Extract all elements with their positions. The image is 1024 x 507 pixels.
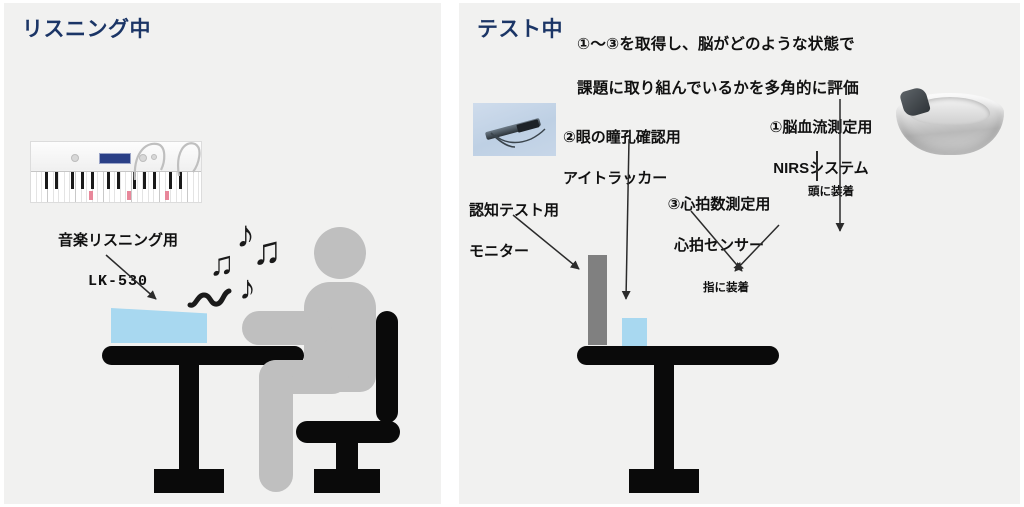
keyboard-lit-key xyxy=(89,191,93,200)
beamed-eighth-notes-icon: ♫ xyxy=(252,229,282,273)
worn-on-head-label: 頭に装着 xyxy=(808,186,854,198)
keyboard-black-key xyxy=(107,172,110,190)
keyboard-black-key xyxy=(179,172,182,190)
eye-tracker-on-desk xyxy=(622,318,647,346)
nirs-connector-line xyxy=(816,151,818,181)
keyboard-black-key xyxy=(153,172,156,190)
keyboard-black-key xyxy=(143,172,146,190)
person-head xyxy=(314,227,366,279)
nirs-label-line2: NIRSシステム xyxy=(773,159,869,177)
description-line1: ①〜③を取得し、脳がどのような状態で xyxy=(577,36,855,53)
keyboard-black-key xyxy=(71,172,74,190)
heart-sensor-label-line2: 心拍センサー xyxy=(673,236,764,254)
chair-post xyxy=(336,439,358,475)
keyboard-black-key xyxy=(169,172,172,190)
worn-on-finger-label: 指に装着 xyxy=(703,282,749,294)
person-arm xyxy=(242,311,332,345)
eye-tracker-label-line1: ②眼の瞳孔確認用 xyxy=(563,129,681,147)
monitor-label: 認知テスト用 モニター xyxy=(469,181,599,282)
keyboard-black-key xyxy=(45,172,48,190)
keyboard-black-key xyxy=(81,172,84,190)
desk-top xyxy=(577,346,779,365)
chair-base xyxy=(314,469,380,493)
desk-top xyxy=(102,346,304,365)
keyboard-caption-line2: LK-530 xyxy=(87,272,148,290)
panel-listening: リスニング中 xyxy=(4,3,441,504)
desk-leg xyxy=(179,363,199,473)
eighth-note-icon: ♪ xyxy=(239,269,256,307)
desk-base xyxy=(154,469,224,493)
panel-listening-title: リスニング中 xyxy=(22,18,151,41)
keyboard-caption-line1: 音楽リスニング用 xyxy=(57,232,178,250)
nirs-label-line1: ①脳血流測定用 xyxy=(769,119,873,137)
heart-sensor-label: ③心拍数測定用 心拍センサー xyxy=(639,175,799,276)
keyboard-black-key xyxy=(117,172,120,190)
eye-tracker-sensor-tip xyxy=(516,119,540,133)
beamed-eighth-notes-icon: ♫ xyxy=(209,245,235,283)
eye-tracker-photo xyxy=(473,103,556,156)
eighth-note-icon: ♪ xyxy=(236,214,255,256)
keyboard-lit-key xyxy=(165,191,169,200)
desk-base xyxy=(629,469,699,493)
keyboard-keys xyxy=(31,171,201,202)
electronic-keyboard-photo xyxy=(30,141,202,203)
keyboard-lit-key xyxy=(127,191,131,200)
keyboard-lcd-screen xyxy=(99,153,131,164)
nirs-headband-photo xyxy=(896,85,1004,155)
keyboard-knob xyxy=(139,154,147,162)
sound-wave-squiggle-icon xyxy=(187,288,232,308)
monitor-label-line1: 認知テスト用 xyxy=(469,202,560,220)
keyboard-knob xyxy=(71,154,79,162)
keyboard-knob xyxy=(151,154,157,160)
monitor-pictogram xyxy=(588,255,607,345)
chair-backrest xyxy=(376,311,398,423)
description-line2: 課題に取り組んでいるかを多角的に評価 xyxy=(577,80,859,97)
nirs-label: ①脳血流測定用 NIRSシステム xyxy=(741,98,901,199)
keyboard-caption: 音楽リスニング用 LK-530 xyxy=(48,211,188,312)
chair-seat xyxy=(296,421,400,443)
eye-tracker-label: ②眼の瞳孔確認用 アイトラッカー xyxy=(563,108,723,209)
heart-sensor-label-line1: ③心拍数測定用 xyxy=(667,196,771,214)
keyboard-black-key xyxy=(55,172,58,190)
panel-testing: テスト中 ①〜③を取得し、脳がどのような状態で 課題に取り組んでいるかを多角的に… xyxy=(459,3,1020,504)
eye-tracker-label-line2: アイトラッカー xyxy=(563,169,668,187)
monitor-label-line2: モニター xyxy=(469,242,530,260)
keyboard-black-key xyxy=(91,172,94,190)
panel-testing-title: テスト中 xyxy=(477,18,563,41)
panel-testing-description: ①〜③を取得し、脳がどのような状態で 課題に取り組んでいるかを多角的に評価 xyxy=(577,12,859,122)
keyboard-black-key xyxy=(133,172,136,190)
desk-leg xyxy=(654,363,674,473)
keyboard-on-desk xyxy=(111,308,207,343)
person-leg xyxy=(259,360,293,492)
